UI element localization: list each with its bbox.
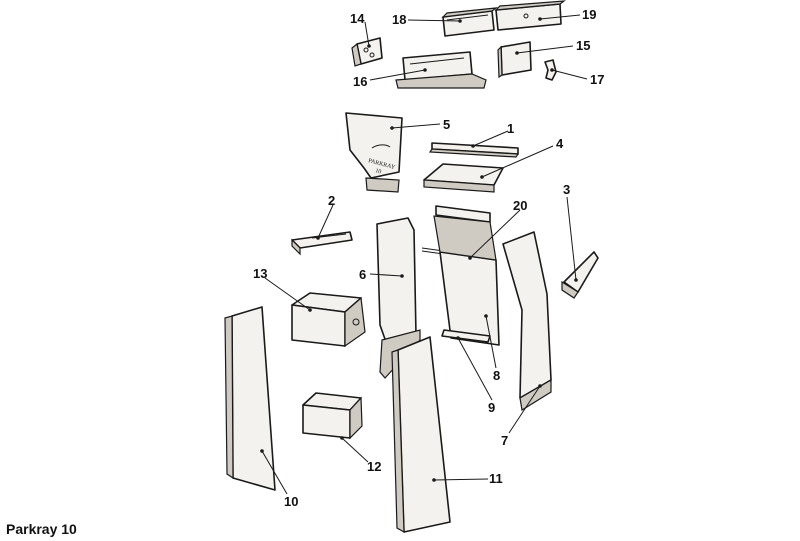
callout-14: 14 bbox=[350, 11, 365, 26]
part-14-bracket bbox=[351, 37, 383, 67]
callout-5: 5 bbox=[443, 117, 450, 132]
part-15-plate bbox=[497, 41, 532, 79]
callout-18: 18 bbox=[392, 12, 406, 27]
callout-3: 3 bbox=[563, 182, 570, 197]
callout-1: 1 bbox=[507, 121, 514, 136]
part-12-box bbox=[302, 392, 363, 440]
callout-6: 6 bbox=[359, 267, 366, 282]
part-3-handle bbox=[561, 251, 599, 299]
part-1-bar bbox=[428, 142, 520, 158]
callout-2: 2 bbox=[328, 193, 335, 208]
part-9-ledge bbox=[441, 329, 491, 343]
callout-11: 11 bbox=[489, 471, 503, 486]
part-4-tray bbox=[423, 163, 504, 193]
part-13-box bbox=[291, 292, 366, 348]
callout-15: 15 bbox=[576, 38, 590, 53]
part-5-name-panel: PARKRAY 10 bbox=[345, 112, 403, 193]
callout-13: 13 bbox=[253, 266, 267, 281]
diagram-caption: Parkray 10 bbox=[6, 521, 77, 537]
part-11-panel bbox=[391, 336, 451, 534]
callout-19: 19 bbox=[582, 7, 596, 22]
part-10-panel bbox=[224, 306, 276, 491]
callout-8: 8 bbox=[493, 368, 500, 383]
callout-10: 10 bbox=[284, 494, 298, 509]
callout-9: 9 bbox=[488, 400, 495, 415]
part-19-panel bbox=[494, 0, 567, 31]
part-8-back-panel bbox=[433, 215, 500, 346]
callout-17: 17 bbox=[590, 72, 604, 87]
part-16-baffle bbox=[395, 51, 487, 89]
callout-16: 16 bbox=[353, 74, 367, 89]
callout-12: 12 bbox=[367, 459, 381, 474]
callout-4: 4 bbox=[556, 136, 564, 151]
leader-lines bbox=[260, 14, 588, 495]
callout-7: 7 bbox=[501, 433, 508, 448]
callout-20: 20 bbox=[513, 198, 527, 213]
part-7-side-right bbox=[502, 231, 552, 411]
part-18-panel bbox=[441, 7, 499, 37]
part-2-bracket bbox=[291, 231, 353, 256]
callout-numbers: 14 18 19 15 16 17 5 1 4 3 2 20 6 13 8 9 … bbox=[253, 7, 604, 509]
panel-model-text: 10 bbox=[374, 168, 381, 175]
